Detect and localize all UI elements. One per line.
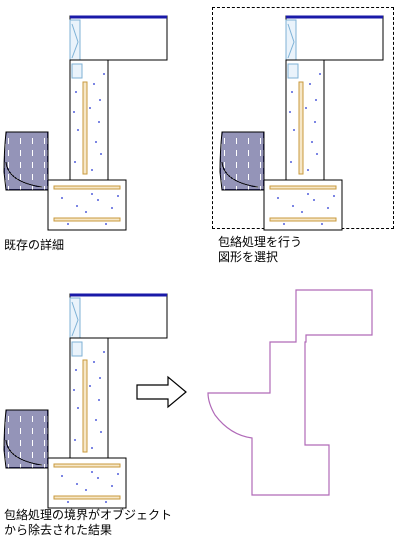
- caption-result-line2: から除去された結果: [4, 523, 113, 537]
- selected-detail-figure: [218, 14, 385, 232]
- existing-detail-figure: [2, 14, 169, 232]
- envelope-boundary-outline: [207, 289, 373, 496]
- right-arrow-icon: [136, 375, 187, 409]
- caption-result-line1: 包絡処理の境界がオブジェクト: [4, 508, 173, 522]
- caption-existing-detail: 既存の詳細: [4, 238, 65, 252]
- caption-select-line2: 図形を選択: [218, 250, 279, 264]
- caption-select-line1: 包絡処理を行う: [218, 235, 303, 249]
